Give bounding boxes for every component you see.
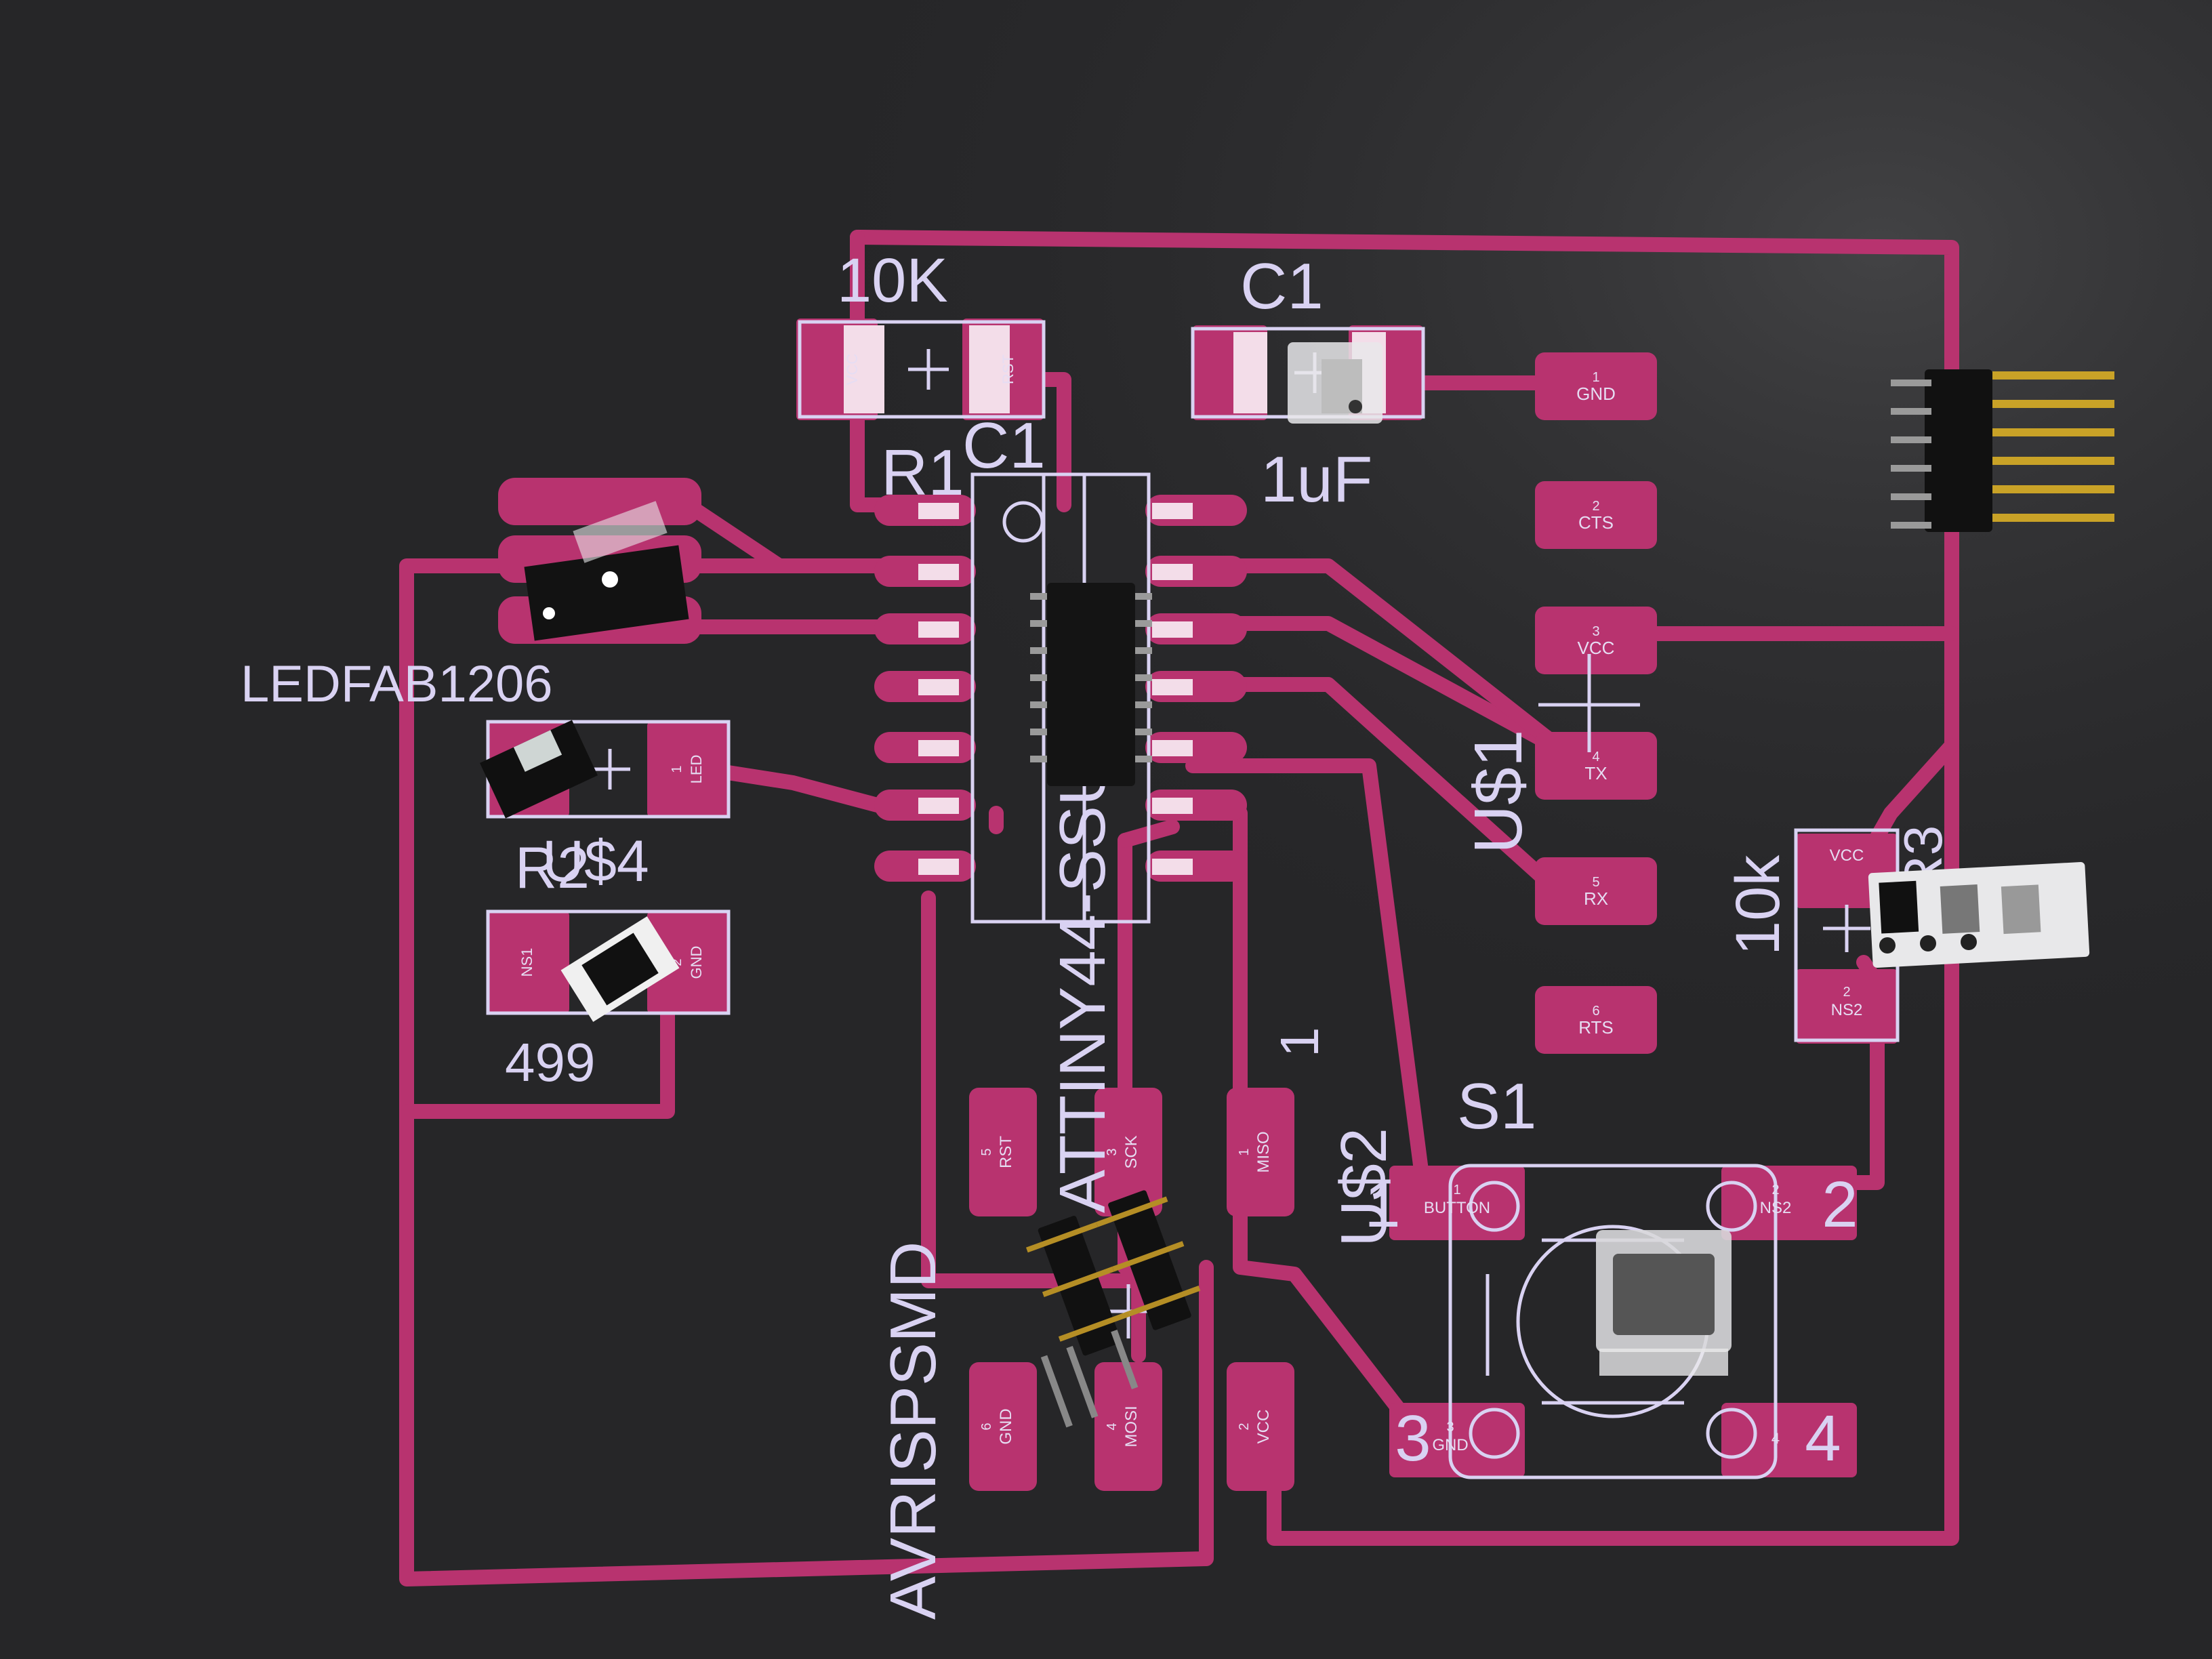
r3-top-pad-label: VCC [1830,846,1864,865]
ftdi-pad-3-num: 3 [1592,624,1599,639]
silkscreen-outlines [486,320,1900,1479]
isp-pad-5-num: 5 [979,1148,994,1155]
led-name-label: LEDFAB1206 [241,655,553,713]
isp-pin1-label: 1 [1269,1027,1330,1058]
r2-resistor-component [560,916,680,1022]
c1-capacitor-component [1288,342,1382,424]
isp-pad-6-num: 6 [979,1422,994,1430]
isp-pad-2-num: 2 [1237,1422,1252,1430]
switch-pin1-label: 1 [1364,1168,1400,1241]
led-component [524,501,689,641]
ftdi-pad-labels: 1 GND 2 CTS 3 VCC 4 TX 5 RX 6 RTS [1576,370,1616,1038]
avrispsmd-label: AVRISPSMD [877,1242,949,1620]
r2-left-pad-label: NS1 [518,948,535,977]
ftdi-pad-2-num: 2 [1592,499,1599,514]
push-button-component [1596,1230,1732,1376]
switch-bottom-right-pad-num: 4 [1771,1430,1780,1447]
isp-pad-6-name: GND [997,1408,1015,1444]
ftdi-pad-2-name: CTS [1578,512,1614,533]
r1-right-pad-label: RST [1000,354,1017,384]
switch-right-pad-label: NS2 [1760,1199,1792,1217]
s1-label: S1 [1457,1070,1536,1143]
ic-c1-label: C1 [962,409,1046,482]
switch-bottom-pad-num: 3 [1446,1420,1454,1435]
ftdi-pad-6-name: RTS [1578,1017,1614,1038]
us2-label: U$2 [1328,1128,1400,1247]
r2-right-pad-label: GND [688,946,705,979]
r3-tape-strip [1868,862,2090,968]
r3-bottom-pad-label: NS2 [1831,1001,1863,1019]
switch-left-pad-num: 1 [1453,1183,1460,1197]
isp-pad-3-num: 3 [1105,1148,1120,1155]
led-right-pad-label: LED [688,755,705,784]
switch-pin2-label: 2 [1822,1168,1858,1241]
ic-name-label: ATTINY44-SSU [1046,759,1119,1213]
led-right-pad-num: 1 [670,765,684,773]
small-pad-labels: VCC RST 1 LED NS1 2 GND VCC 2 NS2 1 BUTT… [518,354,1864,1454]
k10-label: 10k [1723,855,1793,956]
us1-label: U$1 [1460,730,1536,854]
ftdi-pad-4-name: TX [1584,763,1607,783]
isp-pin-header [1025,1190,1201,1428]
led-1206-component [480,720,598,819]
switch-pin3-label: 3 [1395,1402,1431,1475]
ftdi-pad-3-name: VCC [1578,638,1615,658]
ftdi-pad-1-name: GND [1576,384,1616,404]
us4-label: U$4 [542,829,649,894]
r1-value-label: 10K [837,246,948,315]
isp-pad-2-name: VCC [1254,1410,1273,1444]
c1-value-label: 1uF [1261,443,1372,516]
isp-pad-labels: 5 RST 3 SCK 1 MISO 6 GND 4 MOSI 2 VCC [979,1131,1273,1447]
isp-pad-1-name: MISO [1254,1131,1273,1172]
ftdi-pad-4-num: 4 [1592,750,1599,764]
attiny-chip [1030,583,1152,786]
r3-bottom-pad-num: 2 [1843,985,1850,1000]
r1-left-pad-label: VCC [844,354,861,386]
c1-name-label: C1 [1240,250,1324,323]
ftdi-pad-5-num: 5 [1592,875,1599,890]
pad-highlights [844,325,1386,875]
silkscreen-labels: 10K C1 R1 C1 1uF LEDFAB1206 R2 U$4 499 A… [241,246,1953,1620]
ftdi-pad-6-num: 6 [1592,1004,1599,1019]
ftdi-pad-5-name: RX [1584,888,1608,909]
r2-name-label: R2 [515,836,590,901]
ftdi-pad-1-num: 1 [1592,370,1599,385]
r2-right-pad-num: 2 [670,958,684,966]
isp-pad-4-name: MOSI [1122,1406,1141,1447]
isp-pad-5-name: RST [997,1136,1015,1168]
isp-pad-4-num: 4 [1105,1422,1120,1430]
switch-pin4-label: 4 [1805,1402,1841,1475]
isp-pad-1-num: 1 [1237,1148,1252,1155]
r1-name-label: R1 [881,436,964,509]
switch-bottom-pad-label: GND [1432,1436,1468,1454]
switch-left-pad-label: BUTTON [1424,1199,1490,1217]
r2-value-label: 499 [505,1032,595,1092]
ftdi-pin-header [1891,369,2114,532]
switch-right-pad-num: 2 [1771,1183,1779,1197]
isp-pad-3-name: SCK [1122,1135,1141,1168]
